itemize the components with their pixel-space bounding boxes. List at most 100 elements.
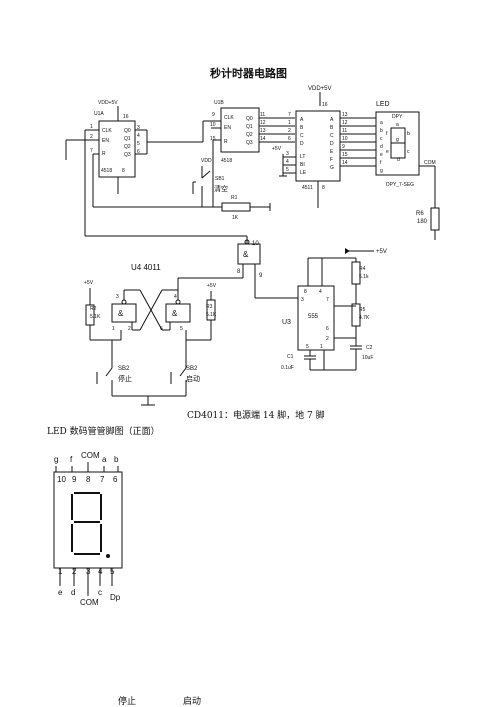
svg-text:启动: 启动 [186, 374, 200, 383]
svg-text:LE: LE [300, 170, 307, 176]
svg-text:8: 8 [237, 269, 241, 275]
svg-text:3: 3 [286, 151, 289, 157]
svg-text:g: g [54, 455, 58, 464]
svg-text:B: B [330, 125, 334, 131]
svg-text:3: 3 [301, 297, 304, 303]
svg-text:Q0: Q0 [124, 128, 131, 134]
svg-text:15: 15 [342, 152, 348, 158]
svg-text:R6: R6 [416, 211, 424, 217]
led-pinout-diagram: g f COM a b 10 9 8 7 6 1 2 3 4 5 e d [53, 451, 123, 607]
svg-text:Q3: Q3 [124, 152, 131, 158]
svg-text:D: D [300, 141, 304, 147]
sb2-stop-switch: SB2 停止 [96, 340, 132, 396]
svg-text:3: 3 [137, 125, 140, 131]
svg-text:10: 10 [342, 136, 348, 142]
svg-text:5.1K: 5.1K [206, 312, 217, 318]
svg-text:a: a [102, 455, 107, 464]
svg-text:11: 11 [342, 128, 347, 134]
cd4011-note: CD4011：电源端 14 脚，地 7 脚 [187, 411, 325, 421]
svg-text:5.1K: 5.1K [90, 314, 101, 320]
svg-text:VDD: VDD [201, 158, 212, 164]
svg-text:12: 12 [342, 120, 348, 126]
svg-text:U1B: U1B [214, 100, 224, 106]
r6-resistor [430, 207, 440, 231]
svg-text:4: 4 [286, 159, 289, 165]
svg-text:8: 8 [304, 289, 307, 295]
u4-label: U4 4011 [131, 263, 161, 272]
svg-text:f: f [380, 160, 382, 166]
u1b-counter: U1B CLK EN R Q0 Q1 Q2 Q3 9 10 15 VDD 451… [201, 100, 266, 164]
svg-text:R1: R1 [231, 195, 238, 201]
svg-text:清空: 清空 [214, 184, 228, 193]
svg-text:+5V: +5V [376, 249, 387, 255]
svg-text:E: E [330, 149, 334, 155]
svg-text:R: R [102, 151, 106, 157]
footer-stop: 停止 [118, 697, 137, 707]
svg-text:8: 8 [86, 475, 91, 484]
svg-text:a: a [396, 122, 399, 128]
svg-text:&: & [118, 309, 124, 318]
svg-text:5: 5 [137, 141, 140, 147]
svg-text:SB1: SB1 [215, 176, 225, 182]
svg-text:d: d [397, 157, 400, 163]
svg-text:LT: LT [300, 154, 305, 160]
svg-text:停止: 停止 [118, 374, 132, 383]
svg-text:b: b [407, 131, 410, 137]
svg-text:0.1uF: 0.1uF [281, 365, 294, 371]
svg-text:15: 15 [210, 136, 216, 142]
svg-text:10uF: 10uF [362, 355, 373, 361]
svg-text:5: 5 [180, 326, 183, 332]
svg-text:F: F [330, 157, 333, 163]
svg-text:e: e [386, 149, 389, 155]
svg-text:D: D [330, 141, 334, 147]
svg-text:VDD+5V: VDD+5V [98, 100, 118, 106]
vdd-top-label: VDD+5V [308, 86, 332, 92]
svg-text:4: 4 [137, 133, 140, 139]
svg-text:11: 11 [260, 112, 265, 118]
svg-text:b: b [114, 455, 119, 464]
footer-start: 启动 [183, 697, 202, 707]
u1a-counter: VDD+5V U1A 16 CLK EN R Q0 Q1 Q2 Q3 4518 … [90, 100, 140, 178]
svg-text:&: & [243, 250, 249, 259]
svg-text:16: 16 [123, 114, 129, 120]
svg-text:Q1: Q1 [246, 124, 253, 130]
svg-text:14: 14 [260, 136, 266, 142]
svg-text:2: 2 [288, 128, 291, 134]
svg-text:1: 1 [112, 326, 115, 332]
svg-text:G: G [330, 165, 334, 171]
svg-text:R: R [224, 139, 228, 145]
svg-text:1K: 1K [232, 215, 239, 221]
svg-text:4.7K: 4.7K [359, 315, 370, 321]
svg-text:4: 4 [174, 294, 177, 300]
svg-text:b: b [380, 128, 383, 134]
sr-latch: +5V +5V R2 5.1K R3 5.1K & & 3 4 1 2 6 5 [84, 280, 217, 341]
svg-text:12: 12 [260, 120, 266, 126]
svg-text:+5V: +5V [84, 280, 94, 286]
svg-text:B: B [300, 125, 304, 131]
svg-text:R5: R5 [359, 307, 366, 313]
svg-text:R2: R2 [90, 306, 97, 312]
svg-text:4518: 4518 [221, 158, 232, 164]
svg-text:7: 7 [288, 112, 291, 118]
svg-text:Q0: Q0 [246, 116, 253, 122]
svg-text:c: c [380, 136, 383, 142]
svg-text:6: 6 [137, 149, 140, 155]
svg-text:4: 4 [319, 289, 322, 295]
svg-text:U1A: U1A [94, 111, 104, 117]
svg-text:COM: COM [80, 598, 99, 607]
svg-text:14: 14 [342, 160, 348, 166]
led-pinout-title: LED 数码管管脚图（正面） [47, 427, 160, 437]
svg-text:C2: C2 [366, 345, 373, 351]
svg-text:6: 6 [326, 326, 329, 332]
led-display: LED DPY a b c d e f g a f b g e c d DPY_… [375, 101, 436, 188]
svg-text:EN: EN [224, 125, 231, 131]
sb2-start-switch: SB2 启动 [170, 340, 200, 396]
svg-text:10: 10 [210, 122, 216, 128]
r1-resistor [221, 202, 251, 212]
svg-text:4518: 4518 [101, 168, 112, 174]
svg-text:+5V: +5V [272, 146, 282, 152]
diagram-title: 秒计时器电路图 [210, 66, 287, 80]
svg-text:CLK: CLK [224, 115, 234, 121]
decoder-4511: 16 A B C D LT BI LE A B C D E F G 7 1 2 … [272, 102, 348, 191]
